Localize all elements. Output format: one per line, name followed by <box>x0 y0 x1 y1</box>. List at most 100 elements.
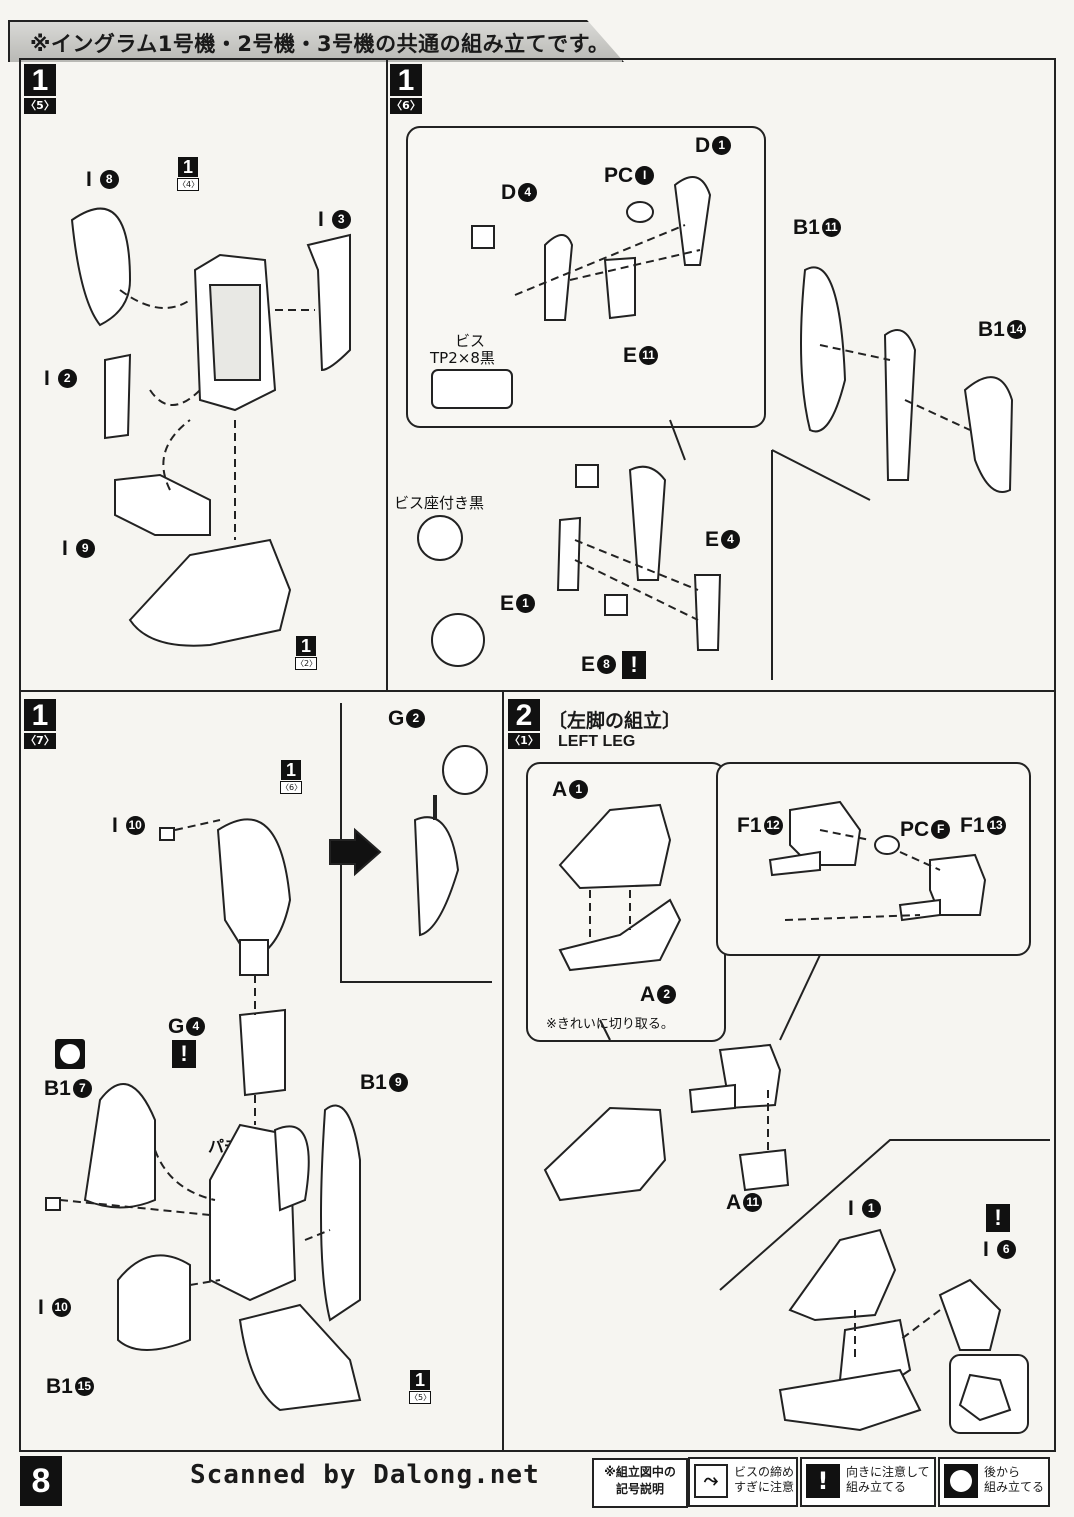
part-number: 4 <box>721 530 741 549</box>
divider-top <box>386 58 388 690</box>
part-label-letter: F1 <box>737 814 762 837</box>
part-label-letter: D <box>695 134 711 157</box>
screw-spec: TP2×8黒 <box>430 349 495 367</box>
part-number: 11 <box>821 218 841 237</box>
part-number: 1 <box>569 780 589 799</box>
part-number: 4 <box>186 1017 206 1036</box>
part-label-letter: G <box>168 1015 185 1038</box>
legend-title: ※組立図中の 記号説明 <box>592 1458 688 1508</box>
part-label-letter: E <box>623 344 638 367</box>
ref-sub: 〈4〉 <box>177 178 200 191</box>
part-label-letter: I <box>38 1296 44 1319</box>
part-number: 2 <box>406 709 426 728</box>
ref-number: 1 <box>410 1370 430 1390</box>
step-sub: 〈7〉 <box>24 733 56 749</box>
part-number: 13 <box>986 816 1006 835</box>
part-label-letter: I <box>44 367 50 390</box>
legend-title-line2: 記号説明 <box>615 1482 664 1496</box>
divider-middle <box>19 690 1054 692</box>
ref-sub: 〈5〉 <box>409 1391 432 1404</box>
part-label-letter: I <box>112 814 118 837</box>
part-number: 2 <box>657 985 677 1004</box>
part-label-letter: E <box>705 528 720 551</box>
part-label-letter: I <box>86 168 92 191</box>
part-label-letter: G <box>388 707 405 730</box>
detail-callout <box>716 762 1031 956</box>
part-label-letter: B1 <box>978 318 1005 341</box>
part-number: 8 <box>99 170 119 189</box>
scan-credit: Scanned by Dalong.net <box>190 1460 540 1490</box>
legend-item-direction: ! 向きに注意して 組み立てる <box>800 1457 936 1507</box>
step-sub: 〈5〉 <box>24 98 56 114</box>
assemble-later-icon <box>55 1039 85 1069</box>
part-label-i9: I 9 <box>62 537 95 561</box>
part-label-letter: PC <box>604 164 634 187</box>
page-number: 8 <box>20 1456 62 1506</box>
legend-line2: 組み立てる <box>984 1480 1045 1494</box>
exclamation-icon: ! <box>172 1040 196 1068</box>
part-number: 9 <box>75 539 95 558</box>
part-label-letter: D <box>501 181 517 204</box>
page-frame <box>19 58 1056 1452</box>
section-title-jp: 〔左脚の組立〕 <box>548 710 682 732</box>
cut-note: ※きれいに切り取る。 <box>546 1017 674 1032</box>
step-number: 1 <box>24 64 56 97</box>
part-number: 8 <box>597 655 617 674</box>
legend-title-line1: ※組立図中の <box>604 1465 676 1479</box>
part-number: I <box>635 166 655 185</box>
screw-title: ビス <box>455 332 486 350</box>
legend-text: ビスの締め すぎに注意 <box>734 1465 794 1495</box>
panel1-drawing <box>70 207 351 647</box>
part-number: 1 <box>712 136 732 155</box>
legend-line1: 向きに注意して <box>846 1465 930 1479</box>
part-number: 3 <box>331 210 351 229</box>
assemble-later-icon <box>944 1464 978 1498</box>
part-number: F <box>931 820 951 839</box>
part-number: 1 <box>516 594 536 613</box>
step-sub: 〈1〉 <box>508 733 540 749</box>
step-number: 2 <box>508 699 540 732</box>
header-banner <box>8 20 624 62</box>
part-label-i10b: I 10 <box>38 1296 71 1320</box>
ref-number: 1 <box>281 760 301 780</box>
part-label-letter: B1 <box>44 1077 71 1100</box>
exclamation-icon: ! <box>806 1464 840 1498</box>
legend-text: 向きに注意して 組み立てる <box>846 1465 930 1495</box>
part-number: 6 <box>996 1240 1016 1259</box>
legend-line1: 後から <box>984 1465 1021 1479</box>
part-number: 7 <box>72 1079 92 1098</box>
header-title: ※イングラム1号機・2号機・3号機の共通の組み立てです。 <box>30 32 610 56</box>
part-label-letter: A <box>640 983 656 1006</box>
part-number: 1 <box>861 1199 881 1218</box>
ref-sub: 〈6〉 <box>280 781 303 794</box>
part-label-letter: B1 <box>46 1375 73 1398</box>
part-label-i8: I 8 <box>86 168 119 192</box>
part-label-i10a: I 10 <box>112 814 145 838</box>
part-number: 2 <box>57 369 77 388</box>
part-number: 12 <box>763 816 783 835</box>
exclamation-icon: ! <box>986 1204 1010 1232</box>
part-number: 4 <box>518 183 538 202</box>
legend-line2: 組み立てる <box>846 1480 907 1494</box>
legend-text: 後から 組み立てる <box>984 1465 1044 1495</box>
part-label-letter: I <box>62 537 68 560</box>
part-label-letter: E <box>581 653 596 676</box>
divider-bottom <box>502 690 504 1450</box>
part-label-i6: I 6 <box>983 1238 1016 1262</box>
